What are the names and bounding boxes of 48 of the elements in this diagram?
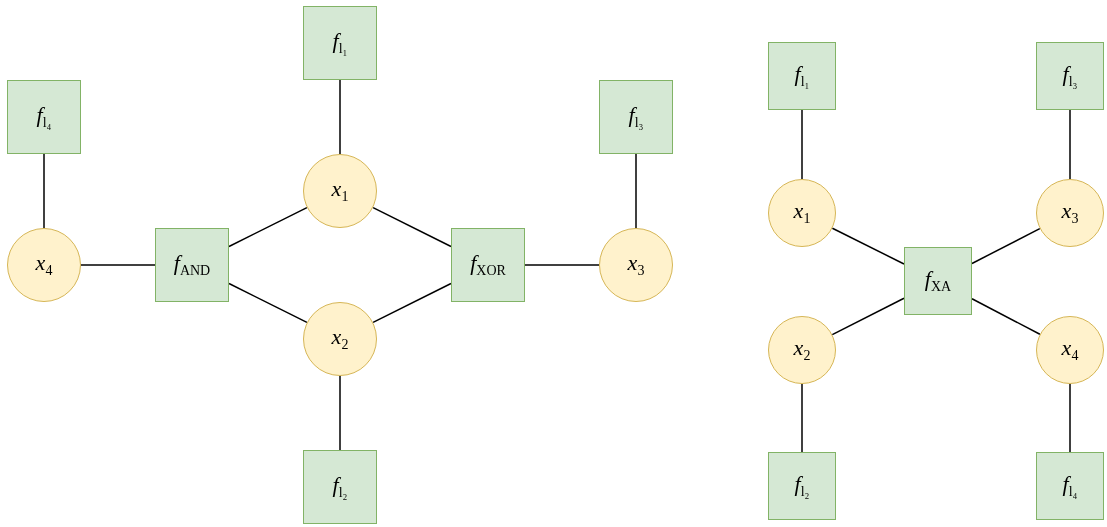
factor-box bbox=[303, 6, 377, 80]
connector-line bbox=[339, 375, 341, 451]
node-label: x$_{3}$ bbox=[627, 250, 645, 280]
node-label: x$_{1}$ bbox=[793, 198, 811, 228]
connector-line bbox=[524, 264, 600, 266]
factor-box bbox=[451, 228, 525, 302]
node-label: f$_{AND}$ bbox=[173, 250, 211, 280]
node-label: x$_{2}$ bbox=[793, 335, 811, 365]
connector-line bbox=[1069, 109, 1071, 180]
connector-line bbox=[372, 206, 452, 248]
factor-box bbox=[1036, 42, 1104, 110]
node-label: x$_{4}$ bbox=[35, 250, 53, 280]
connector-line bbox=[339, 79, 341, 155]
node-label: f$_{l₄}$ bbox=[36, 102, 52, 132]
node-label: x$_{4}$ bbox=[1061, 335, 1079, 365]
connector-line bbox=[801, 109, 803, 180]
connector-line bbox=[971, 298, 1041, 335]
connector-line bbox=[43, 153, 45, 229]
factor-box bbox=[303, 450, 377, 524]
node-label: f$_{XOR}$ bbox=[470, 250, 506, 280]
connector-line bbox=[228, 282, 308, 324]
factor-box bbox=[155, 228, 229, 302]
node-label: x$_{2}$ bbox=[331, 324, 349, 354]
factor-box bbox=[904, 247, 972, 315]
node-label: f$_{l₁}$ bbox=[794, 61, 810, 91]
connector-line bbox=[372, 282, 452, 324]
connector-line bbox=[80, 264, 156, 266]
connector-line bbox=[831, 227, 905, 265]
factor-box bbox=[7, 80, 81, 154]
connector-line bbox=[228, 206, 308, 248]
factor-box bbox=[1036, 452, 1104, 520]
connector-line bbox=[801, 383, 803, 453]
node-label: x$_{3}$ bbox=[1061, 198, 1079, 228]
node-label: f$_{XA}$ bbox=[924, 266, 952, 296]
connector-line bbox=[635, 153, 637, 229]
connector-line bbox=[831, 297, 905, 336]
node-label: f$_{l₂}$ bbox=[794, 471, 810, 501]
factor-box bbox=[768, 42, 836, 110]
connector-line bbox=[971, 227, 1041, 265]
node-label: f$_{l₃}$ bbox=[628, 102, 644, 132]
node-label: f$_{l₁}$ bbox=[332, 28, 348, 58]
node-label: f$_{l₃}$ bbox=[1062, 61, 1078, 91]
factor-box bbox=[599, 80, 673, 154]
node-label: f$_{l₂}$ bbox=[332, 472, 348, 502]
factor-box bbox=[768, 452, 836, 520]
node-label: f$_{l₄}$ bbox=[1062, 471, 1078, 501]
node-label: x$_{1}$ bbox=[331, 176, 349, 206]
connector-line bbox=[1069, 383, 1071, 453]
